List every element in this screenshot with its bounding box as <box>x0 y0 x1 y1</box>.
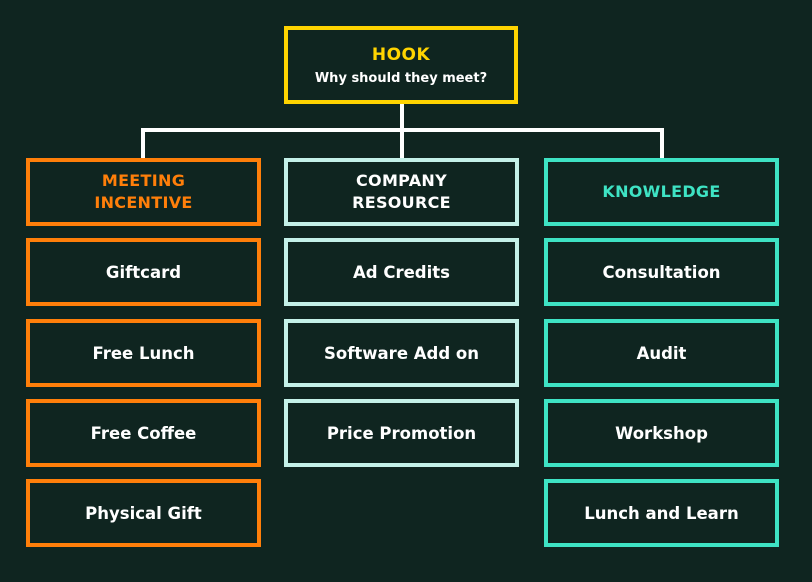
item-consultation: Consultation <box>544 238 779 306</box>
item-software-add-on: Software Add on <box>284 319 519 387</box>
hook-subtitle: Why should they meet? <box>314 70 488 86</box>
item-free-lunch: Free Lunch <box>26 319 261 387</box>
item-lunch-and-learn: Lunch and Learn <box>544 479 779 547</box>
header-line-2: RESOURCE <box>352 193 451 212</box>
connector-hook-down <box>400 104 404 132</box>
header-line-1: KNOWLEDGE <box>602 182 721 201</box>
header-line-1: MEETING <box>101 171 186 190</box>
item-free-coffee: Free Coffee <box>26 399 261 467</box>
item-audit: Audit <box>544 319 779 387</box>
header-meeting-incentive: MEETING INCENTIVE <box>26 158 261 226</box>
item-price-promotion: Price Promotion <box>284 399 519 467</box>
connector-col1 <box>141 128 145 158</box>
item-ad-credits: Ad Credits <box>284 238 519 306</box>
header-knowledge: KNOWLEDGE <box>544 158 779 226</box>
item-workshop: Workshop <box>544 399 779 467</box>
header-company-resource: COMPANY RESOURCE <box>284 158 519 226</box>
connector-col2 <box>400 128 404 158</box>
item-giftcard: Giftcard <box>26 238 261 306</box>
hook-box: HOOK Why should they meet? <box>284 26 518 104</box>
item-physical-gift: Physical Gift <box>26 479 261 547</box>
hook-title: HOOK <box>371 44 431 65</box>
connector-col3 <box>660 128 664 158</box>
header-line-2: INCENTIVE <box>94 193 193 212</box>
header-line-1: COMPANY <box>356 171 447 190</box>
